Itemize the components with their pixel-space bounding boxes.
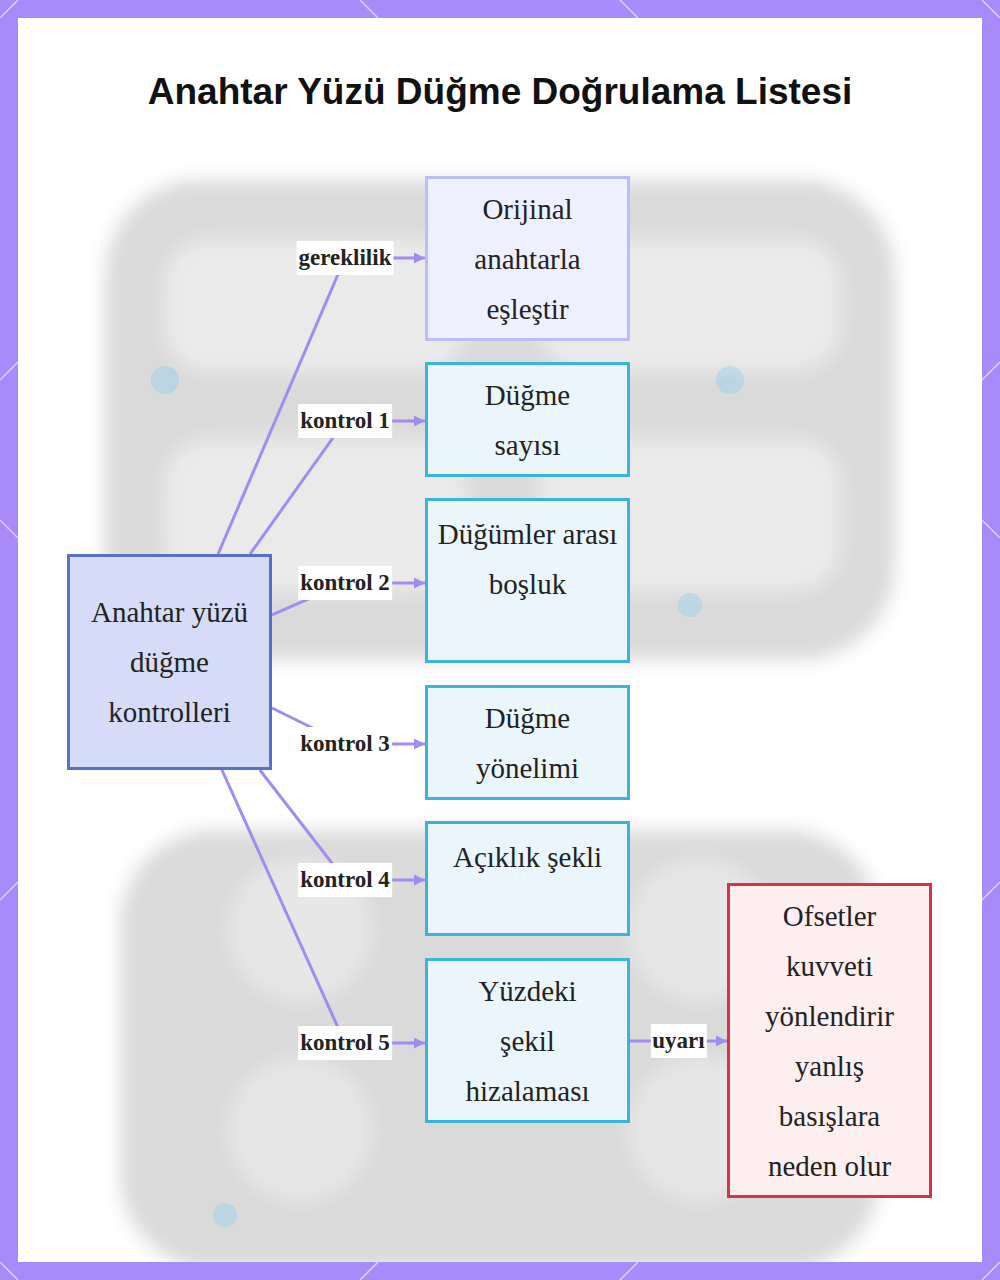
node-label: Açıklık şekli [437, 832, 618, 882]
requirement-box: Orijinal anahtarla eşleştir [425, 176, 630, 341]
glow-dot [213, 1203, 237, 1227]
edge-label: kontrol 3 [298, 727, 392, 761]
connector-arrow [250, 421, 425, 554]
check-box: Düğümler arası boşluk [425, 498, 630, 663]
glow-dot [151, 366, 179, 394]
edge-label: kontrol 1 [298, 404, 392, 438]
root-box: Anahtar yüzü düğme kontrolleri [67, 554, 272, 770]
edge-label: kontrol 2 [298, 566, 392, 600]
glow-dots [151, 366, 744, 1227]
check-box: Açıklık şekli [425, 821, 630, 936]
node-label: Anahtar yüzü düğme kontrolleri [87, 587, 252, 737]
diagram-title: Anahtar Yüzü Düğme Doğrulama Listesi [40, 66, 960, 118]
edge-label: kontrol 4 [298, 863, 392, 897]
glow-dot [678, 593, 702, 617]
node-label: Düğme yönelimi [437, 693, 618, 793]
edge-label: uyarı [650, 1024, 706, 1058]
node-label: Yüzdeki şekil hizalaması [453, 966, 603, 1116]
connector-arrow [218, 258, 425, 554]
warning-box: Ofsetler kuvveti yönlendirir yanlış bası… [727, 883, 932, 1198]
edge-label: gereklilik [297, 241, 394, 275]
node-label: Düğme sayısı [463, 370, 593, 470]
node-label: Ofsetler kuvveti yönlendirir yanlış bası… [755, 891, 905, 1191]
check-box: Düğme sayısı [425, 362, 630, 477]
fob-button [230, 1060, 370, 1200]
frame-border [9, 9, 991, 1271]
edge-label: kontrol 5 [298, 1026, 392, 1060]
check-box: Düğme yönelimi [425, 685, 630, 800]
fob-button [165, 240, 465, 370]
glow-dot [716, 366, 744, 394]
node-label: Düğümler arası boşluk [437, 509, 618, 609]
connector-arrow [222, 770, 425, 1043]
node-label: Orijinal anahtarla eşleştir [437, 184, 618, 334]
check-box: Yüzdeki şekil hizalaması [425, 958, 630, 1123]
